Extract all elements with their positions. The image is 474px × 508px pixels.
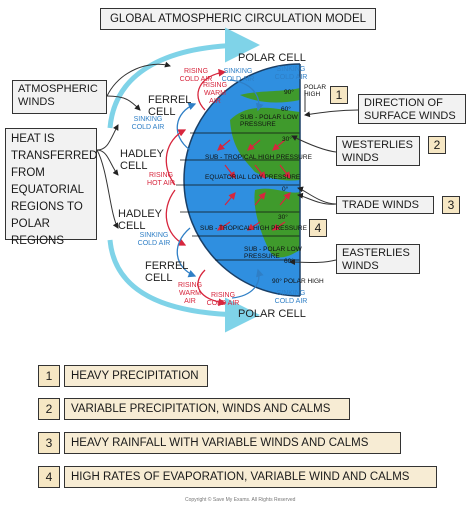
legend-text-1: HEAVY PRECIPITATION <box>64 365 208 387</box>
rising-warm-air-bottom: RISING WARM AIR <box>177 282 203 305</box>
polar-high-bottom: 90° POLAR HIGH <box>272 278 324 285</box>
rising-cold-air-top: RISING COLD AIR <box>179 68 213 83</box>
legend-num-1: 1 <box>38 365 60 387</box>
sinking-cold-air-bottom: SINKING COLD AIR <box>274 290 308 305</box>
lat-60-top: 60° <box>281 106 291 113</box>
direction-label: DIRECTION OF SURFACE WINDS <box>358 94 466 124</box>
rising-warm-air-top: RISING WARM AIR <box>202 82 228 105</box>
sinking-cold-air-mid-top: SINKING COLD AIR <box>131 116 165 131</box>
marker-4: 4 <box>309 219 327 237</box>
polar-cell-bottom: POLAR CELL <box>238 308 306 320</box>
sub-tropical-high-top: SUB - TROPICAL HIGH PRESSURE <box>205 154 312 161</box>
atmospheric-winds-label: ATMOSPHERIC WINDS <box>12 80 107 114</box>
outer-arc-bottom <box>107 239 260 333</box>
polar-high-top: POLAR HIGH <box>304 84 327 98</box>
marker-2: 2 <box>428 136 446 154</box>
sub-polar-low-top: SUB - POLAR LOW PRESSURE <box>240 114 298 128</box>
sinking-cold-air-top: SINKING COLD AIR <box>221 68 255 83</box>
left-connectors <box>96 61 171 229</box>
copyright: Copyright © Save My Exams. All Rights Re… <box>185 497 296 503</box>
legend-num-2: 2 <box>38 398 60 420</box>
surface-winds <box>217 139 291 231</box>
lat-90-top: 90° <box>284 89 294 96</box>
sinking-cold-air-polar-top: SINKING COLD AIR <box>274 66 308 81</box>
trade-winds-label: TRADE WINDS <box>336 196 434 214</box>
ferrel-cell-bottom: FERREL CELL <box>145 260 188 284</box>
lat-30-top: 30° <box>282 136 292 143</box>
hadley-cell-top: HADLEY CELL <box>120 148 164 172</box>
landmass-polar <box>240 88 300 103</box>
legend-text-2: VARIABLE PRECIPITATION, WINDS AND CALMS <box>64 398 350 420</box>
landmass-north <box>230 107 300 181</box>
landmass-south <box>254 188 300 258</box>
rising-cold-air-bottom: RISING COLD AIR <box>206 292 240 307</box>
sub-tropical-high-bottom: SUB - TROPICAL HIGH PRESSURE <box>200 225 307 232</box>
rising-hot-air: RISING HOT AIR <box>147 172 175 187</box>
right-connectors <box>289 90 359 266</box>
legend-text-3: HEAVY RAINFALL WITH VARIABLE WINDS AND C… <box>64 432 401 454</box>
marker-3: 3 <box>442 196 460 214</box>
sinking-cold-air-mid-bottom: SINKING COLD AIR <box>137 232 171 247</box>
heat-transfer-label: HEAT IS TRANSFERRED FROM EQUATORIAL REGI… <box>5 128 97 247</box>
sub-polar-low-bottom: SUB - POLAR LOW PRESSURE <box>244 246 302 260</box>
lat-60-bottom: 60° <box>284 258 294 265</box>
legend-num-4: 4 <box>38 466 60 488</box>
ferrel-cell-top: FERREL CELL <box>148 94 191 118</box>
lat-30-bottom: 30° <box>278 214 288 221</box>
legend-text-4: HIGH RATES OF EVAPORATION, VARIABLE WIND… <box>64 466 437 488</box>
hadley-cell-bottom: HADLEY CELL <box>118 208 162 232</box>
equatorial-low: EQUATORIAL LOW PRESSURE <box>205 174 301 181</box>
westerlies-label: WESTERLIES WINDS <box>336 136 420 166</box>
polar-cell-top: POLAR CELL <box>238 52 306 64</box>
legend-num-3: 3 <box>38 432 60 454</box>
cell-arrows <box>165 68 264 307</box>
lat-0: 0° <box>282 186 289 193</box>
marker-1: 1 <box>330 86 348 104</box>
globe <box>176 63 300 297</box>
easterlies-label: EASTERLIES WINDS <box>336 244 420 274</box>
